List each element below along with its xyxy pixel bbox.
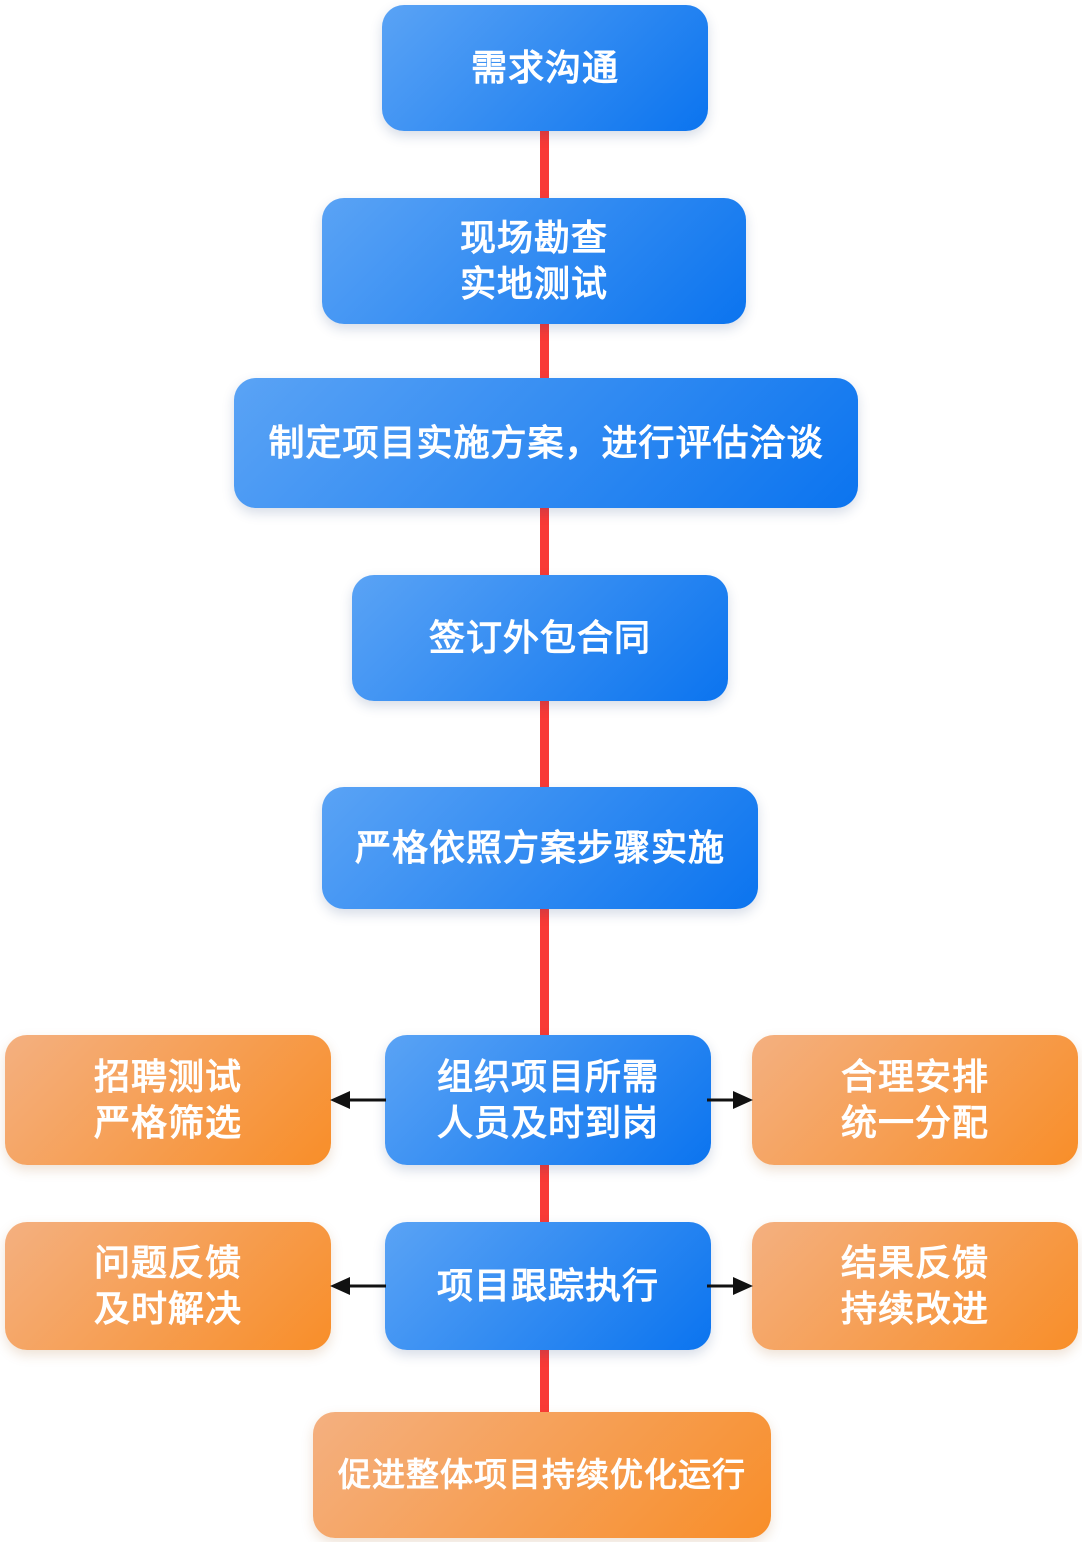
side-box-result-label: 结果反馈 持续改进 — [840, 1241, 989, 1329]
side-box-arrange-allocate: 合理安排 统一分配 — [752, 1035, 1078, 1165]
main-step-6-label: 组织项目所需 人员及时到岗 — [436, 1055, 659, 1143]
main-step-1-label: 需求沟通 — [470, 46, 619, 88]
side-box-issue-feedback: 问题反馈 及时解决 — [5, 1222, 331, 1350]
end-step-label: 促进整体项目持续优化运行 — [338, 1455, 746, 1493]
main-step-7-label: 项目跟踪执行 — [436, 1264, 659, 1306]
arrow-right-icon — [707, 1274, 755, 1298]
side-box-result-feedback: 结果反馈 持续改进 — [752, 1222, 1078, 1350]
arrow-left-icon — [328, 1274, 388, 1298]
main-step-3-implementation-plan: 制定项目实施方案，进行评估洽谈 — [234, 378, 858, 508]
main-step-7-project-tracking: 项目跟踪执行 — [385, 1222, 711, 1350]
side-box-issue-label: 问题反馈 及时解决 — [93, 1241, 242, 1329]
arrow-left-icon — [328, 1088, 388, 1112]
main-connector-line — [540, 60, 549, 1460]
main-step-1-demand-communication: 需求沟通 — [382, 5, 708, 131]
main-step-4-label: 签订外包合同 — [428, 616, 651, 658]
main-step-2-site-survey: 现场勘查 实地测试 — [322, 198, 746, 324]
main-step-5-label: 严格依照方案步骤实施 — [354, 826, 725, 868]
side-box-recruit-screening: 招聘测试 严格筛选 — [5, 1035, 331, 1165]
main-step-3-label: 制定项目实施方案，进行评估洽谈 — [268, 421, 824, 463]
main-step-5-strict-implementation: 严格依照方案步骤实施 — [322, 787, 758, 909]
side-box-recruit-label: 招聘测试 严格筛选 — [93, 1055, 242, 1143]
main-step-4-sign-contract: 签订外包合同 — [352, 575, 728, 701]
main-step-2-label: 现场勘查 实地测试 — [459, 216, 608, 304]
main-step-6-organize-staff: 组织项目所需 人员及时到岗 — [385, 1035, 711, 1165]
end-step-optimize-operation: 促进整体项目持续优化运行 — [313, 1412, 771, 1538]
side-box-arrange-label: 合理安排 统一分配 — [840, 1055, 989, 1143]
arrow-right-icon — [707, 1088, 755, 1112]
